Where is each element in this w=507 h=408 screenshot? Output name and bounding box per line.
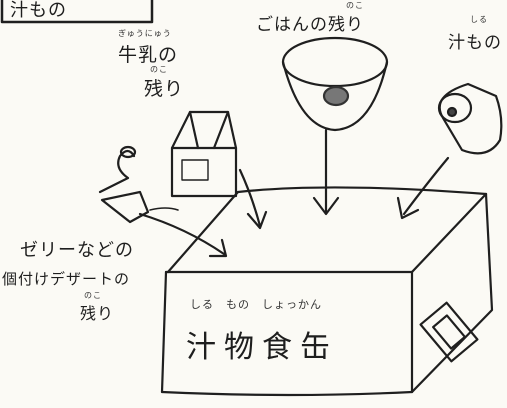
milk-label-line2: 残り bbox=[144, 78, 185, 100]
soup-ruby: しる bbox=[470, 15, 488, 24]
milk-carton-icon bbox=[170, 110, 238, 198]
arrow-soup bbox=[396, 156, 450, 220]
container-ruby: しる もの しょっかん bbox=[190, 298, 322, 311]
corner-label-box bbox=[0, 0, 154, 24]
food-container-icon bbox=[160, 186, 494, 397]
jelly-label-line2: 個付けデザートの bbox=[2, 270, 131, 288]
soup-label: 汁もの bbox=[448, 33, 502, 53]
corner-box-text: 汁もの bbox=[10, 0, 67, 21]
jelly-label-line3: 残り bbox=[80, 304, 115, 323]
container-label: 汁物食缶 bbox=[186, 330, 338, 365]
dessert-cup-icon bbox=[98, 145, 179, 224]
arrow-milk bbox=[238, 168, 268, 230]
soup-cup-icon bbox=[437, 82, 503, 155]
arrow-rice bbox=[312, 128, 340, 216]
rice-ruby: のこ bbox=[346, 1, 364, 10]
rice-label: ごはんの残り bbox=[256, 15, 364, 35]
jelly-label-line1: ゼリーなどの bbox=[20, 240, 134, 261]
rice-bowl-icon bbox=[281, 36, 389, 132]
milk-line2-ruby: のこ bbox=[150, 65, 168, 74]
milk-label-line1: 牛乳の bbox=[118, 44, 179, 66]
jelly-line3-ruby: のこ bbox=[84, 291, 102, 300]
milk-ruby: ぎゅうにゅう bbox=[118, 29, 172, 38]
arrow-dessert bbox=[138, 212, 228, 258]
